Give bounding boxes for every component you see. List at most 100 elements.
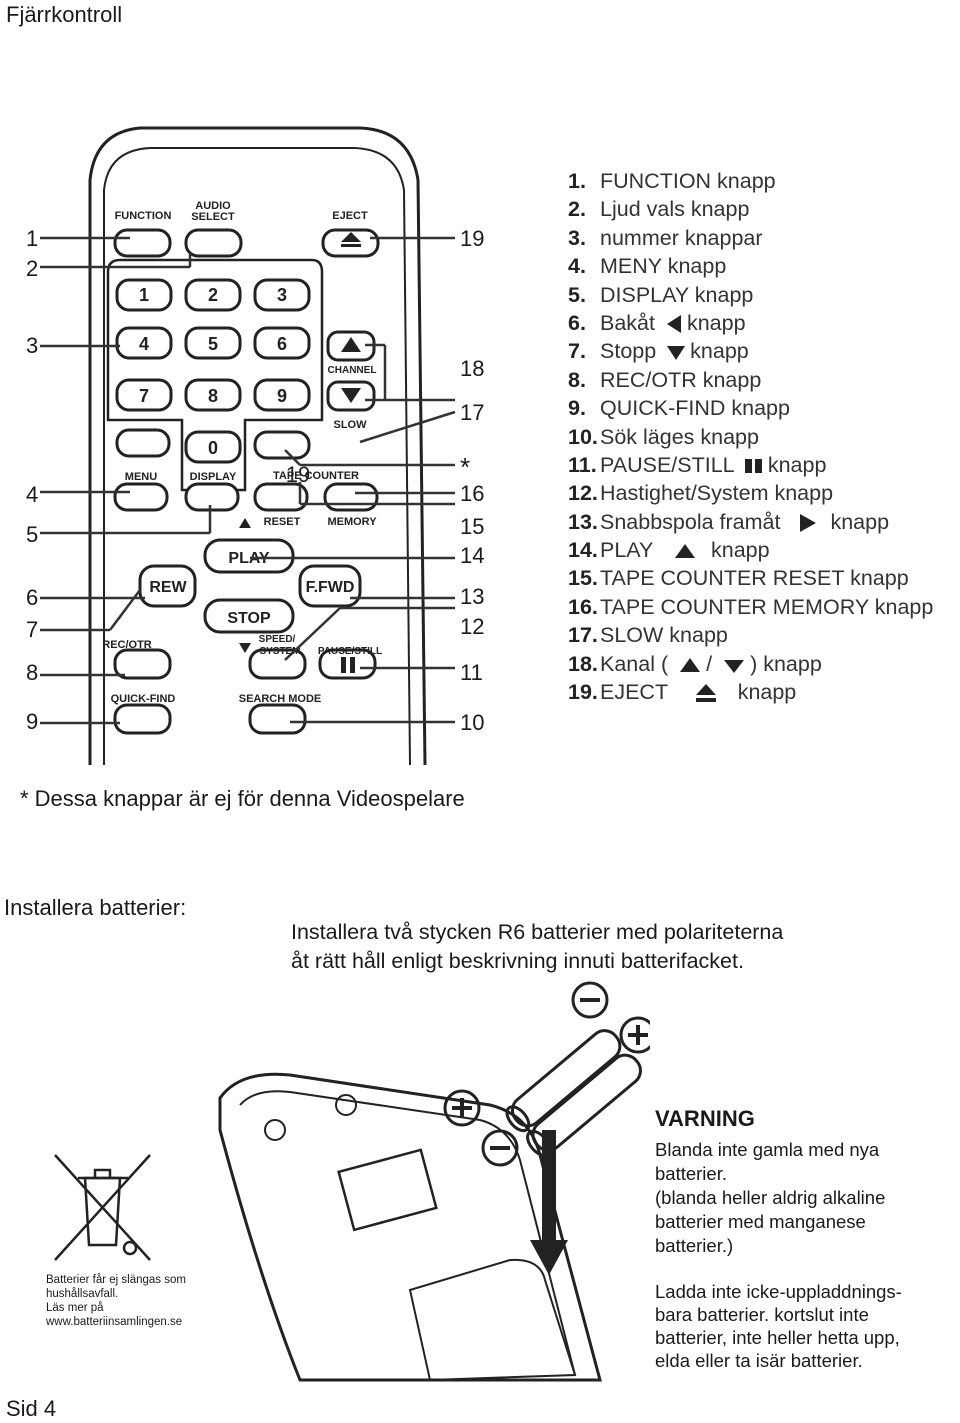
memory-label: MEMORY [327, 516, 377, 528]
pause-still-button [318, 648, 377, 680]
digit-9-label: 9 [277, 386, 287, 406]
reset-button [253, 482, 309, 512]
minus-left-icon [481, 1129, 519, 1167]
digit-9-button [253, 378, 311, 412]
blank-left-button [115, 428, 171, 458]
down-triangle-icon [667, 345, 686, 360]
speed-system-label-1: SPEED/ [259, 634, 296, 645]
eject-icon [341, 232, 361, 242]
quick-find-label: QUICK-FIND [111, 693, 176, 705]
legend-item: 6.Bakåt knapp [568, 310, 746, 335]
pause-icon [744, 459, 762, 474]
legend-item: 5.DISPLAY knapp [568, 282, 754, 307]
search-mode-button [248, 703, 307, 735]
remote-body [88, 126, 427, 766]
left-triangle-icon [666, 315, 681, 334]
recycle-notice: Batterier får ej slängas som hushållsavf… [46, 1273, 206, 1329]
digit-7-button [115, 378, 173, 412]
callout-1: 1 [26, 226, 39, 251]
legend-item: 3.nummer knappar [568, 225, 763, 250]
rew-button [138, 564, 197, 608]
menu-button [113, 482, 169, 512]
recycle-line: hushållsavfall. [46, 1288, 119, 1300]
down-triangle-icon [724, 659, 745, 673]
up-triangle-icon [674, 544, 695, 559]
warning-line: batterier. [655, 1163, 727, 1184]
digit-3-button [253, 278, 311, 312]
stop-label: STOP [227, 610, 271, 627]
rec-otr-button [113, 648, 172, 680]
digit-7-label: 7 [139, 386, 149, 406]
legend-item: 9.QUICK-FIND knapp [568, 396, 790, 421]
button-legend: 1.FUNCTION knapp 2.Ljud vals knapp 3.num… [568, 167, 933, 706]
ffwd-button [298, 564, 362, 608]
quick-find-button [113, 703, 172, 735]
callout-6: 6 [26, 585, 39, 610]
plus-top-icon [619, 1016, 650, 1054]
callout-11: 11 [460, 660, 483, 685]
recycle-line: www.batteriinsamlingen.se [46, 1316, 183, 1328]
callout-19: 19 [460, 226, 485, 251]
up-triangle-icon [680, 657, 701, 672]
plus-left-icon [443, 1089, 481, 1127]
channel-down-icon [341, 388, 361, 403]
search-mode-label: SEARCH MODE [239, 693, 322, 705]
stop-button [203, 598, 295, 634]
play-button [203, 538, 295, 574]
legend-item: 17.SLOW knapp [568, 623, 728, 648]
reset-label: RESET [264, 516, 301, 528]
legend-item: 4.MENY knapp [568, 254, 727, 279]
rew-label: REW [149, 579, 187, 596]
slow-button [253, 430, 311, 460]
footnote: * Dessa knappar är ej för denna Videospe… [20, 786, 465, 811]
speed-system-button [248, 648, 307, 680]
callout-8: 8 [26, 660, 39, 685]
function-button [113, 228, 172, 258]
warning-line: Blanda inte gamla med nya [655, 1139, 880, 1160]
warning-line: batterier med manganese [655, 1211, 866, 1232]
legend-item: 18.Kanal ( / ) knapp [568, 651, 822, 676]
pause-still-label: PAUSE/STILL [318, 646, 382, 657]
callout-13: 13 [460, 584, 485, 609]
warning-line: Ladda inte icke-uppladdnings- [655, 1281, 902, 1302]
battery-compartment [408, 1258, 577, 1382]
warning-text: Blanda inte gamla med nya batterier. (bl… [655, 1138, 915, 1258]
warning-text-2: Ladda inte icke-uppladdnings- bara batte… [655, 1280, 925, 1372]
digit-0-label: 0 [208, 438, 218, 458]
warning-line: elda eller ta isär batterier. [655, 1350, 863, 1371]
callout-18: 18 [460, 356, 485, 381]
callout-4: 4 [26, 482, 39, 507]
callout-5: 5 [26, 522, 39, 547]
speed-system-label-2: SYSTEM [259, 646, 300, 657]
callout-2: 2 [26, 256, 39, 281]
eject-button [321, 228, 380, 258]
battery-line: Installera två stycken R6 batterier med … [291, 920, 784, 944]
legend-item: 7.Stopp knapp [568, 339, 749, 364]
recycle-line: Läs mer på [46, 1302, 104, 1314]
callout-10: 10 [460, 710, 485, 735]
legend-item: 15.TAPE COUNTER RESET knapp [568, 566, 909, 591]
rec-otr-label: REC/OTR [102, 639, 152, 651]
legend-item: 11.PAUSE/STILL knapp [568, 452, 827, 477]
callout-3: 3 [26, 333, 39, 358]
warning-line: batterier.) [655, 1235, 734, 1256]
insert-arrow-shaft [542, 1130, 556, 1240]
battery-install-illustration [218, 981, 650, 1382]
legend-item: 8.REC/OTR knapp [568, 367, 762, 392]
label-area [337, 1148, 438, 1232]
channel-up-icon [341, 337, 361, 352]
stop-indicator-icon [239, 643, 251, 653]
legend-item: 16.TAPE COUNTER MEMORY knapp [568, 594, 934, 619]
minus-top-icon [571, 981, 609, 1019]
callout-15: 15 [460, 514, 485, 539]
digit-6-label: 6 [277, 334, 287, 354]
legend-item: 10.Sök läges knapp [568, 424, 759, 449]
digit-4-label: 4 [139, 334, 149, 354]
digit-0-button [184, 430, 242, 464]
digit-8-button [184, 378, 242, 412]
page-number: Sid 4 [6, 1396, 57, 1421]
legend-item: 1.FUNCTION knapp [568, 169, 776, 193]
slow-label: SLOW [334, 419, 368, 431]
tape-counter-label: TAPE COUNTER [273, 470, 359, 482]
digit-1-label: 1 [139, 285, 149, 305]
